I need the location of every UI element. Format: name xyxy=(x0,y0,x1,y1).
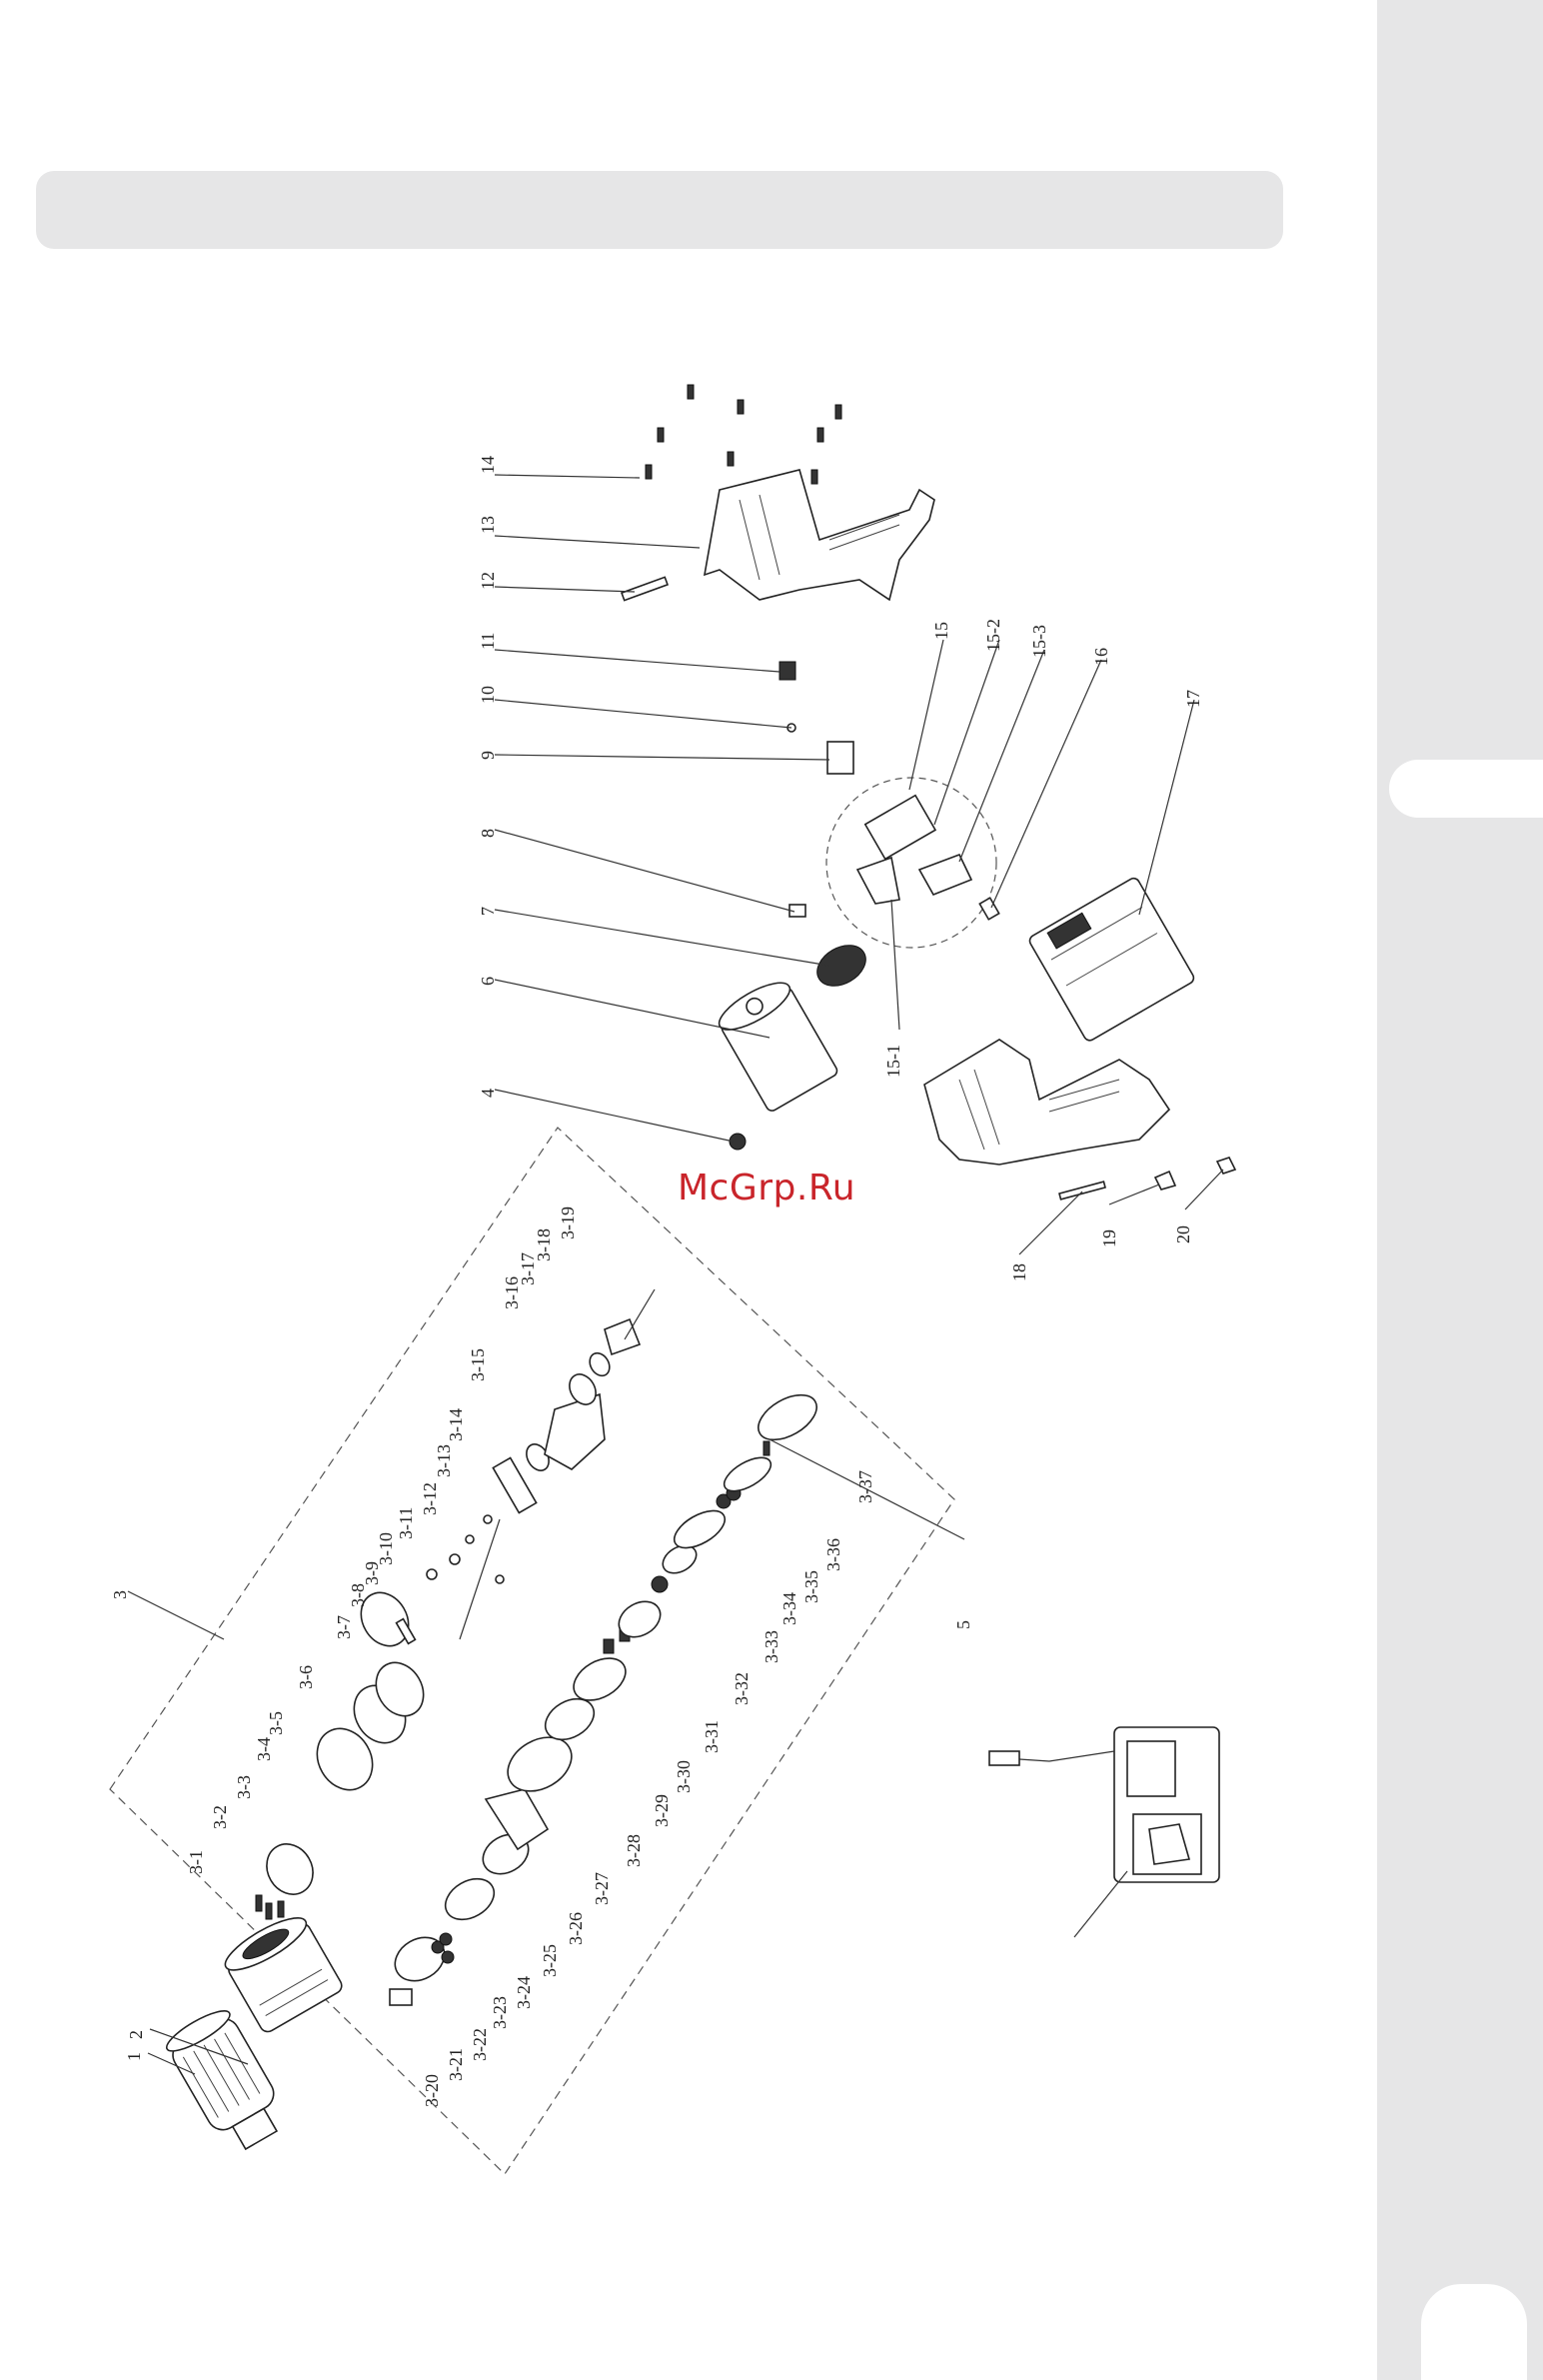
callout-3-30: 3-30 xyxy=(674,1760,694,1793)
callout-3-28: 3-28 xyxy=(624,1834,644,1867)
callout-3-18: 3-18 xyxy=(534,1228,554,1261)
callout-3-29: 3-29 xyxy=(652,1794,672,1827)
callout-3-2: 3-2 xyxy=(210,1805,230,1829)
callout-6: 6 xyxy=(478,977,498,986)
callout-3-13: 3-13 xyxy=(434,1444,454,1477)
callout-3-1: 3-1 xyxy=(186,1850,206,1874)
callout-15: 15 xyxy=(931,622,951,640)
callout-3-25: 3-25 xyxy=(540,1944,560,1977)
callout-3-11: 3-11 xyxy=(396,1507,416,1539)
callout-13: 13 xyxy=(478,516,498,534)
callout-3-15: 3-15 xyxy=(468,1348,488,1381)
callout-3-26: 3-26 xyxy=(566,1912,586,1945)
callout-3-6: 3-6 xyxy=(296,1665,316,1689)
gearbox-lower-parts xyxy=(387,1385,823,2005)
lock-part xyxy=(979,898,998,920)
callout-3-24: 3-24 xyxy=(514,1976,534,2009)
callout-3-23: 3-23 xyxy=(490,1996,510,2029)
callout-3-8: 3-8 xyxy=(348,1583,368,1607)
callout-5: 5 xyxy=(953,1620,973,1629)
hook-part xyxy=(1217,1158,1235,1174)
switch-bracket-part xyxy=(919,855,971,895)
callout-19: 19 xyxy=(1099,1229,1119,1247)
collar-part xyxy=(219,1909,345,2035)
callout-3-27: 3-27 xyxy=(592,1872,612,1905)
callout-3-19: 3-19 xyxy=(558,1206,578,1239)
callout-3-37: 3-37 xyxy=(855,1470,875,1503)
callout-8: 8 xyxy=(478,829,498,838)
callout-12: 12 xyxy=(478,572,498,590)
callout-15-1: 15-1 xyxy=(883,1045,903,1078)
callout-9: 9 xyxy=(478,751,498,760)
callout-10: 10 xyxy=(478,686,498,704)
screws-part xyxy=(646,385,841,484)
callout-3-4: 3-4 xyxy=(254,1737,274,1761)
callout-20: 20 xyxy=(1173,1225,1193,1243)
callout-3-10: 3-10 xyxy=(376,1532,396,1565)
callout-15-3: 15-3 xyxy=(1029,625,1049,658)
callout-3-36: 3-36 xyxy=(823,1538,843,1571)
spring-clip-part xyxy=(1059,1182,1105,1199)
callout-3-22: 3-22 xyxy=(470,2028,490,2061)
callout-18: 18 xyxy=(1009,1263,1029,1281)
callout-3-34: 3-34 xyxy=(779,1592,799,1625)
callout-3-5: 3-5 xyxy=(266,1711,286,1735)
callout-14: 14 xyxy=(478,456,498,474)
callout-3-33: 3-33 xyxy=(762,1630,781,1663)
housing-left-half xyxy=(705,470,934,600)
motor-part xyxy=(713,975,838,1114)
housing-right-half xyxy=(924,1040,1169,1165)
gear-cover-part xyxy=(809,937,872,994)
trigger-part xyxy=(857,858,899,904)
callout-17: 17 xyxy=(1183,690,1203,708)
belt-clip-part xyxy=(1155,1172,1175,1190)
callout-3-7: 3-7 xyxy=(334,1615,354,1639)
battery-part xyxy=(1027,877,1195,1043)
callout-16: 16 xyxy=(1091,648,1111,666)
callout-2: 2 xyxy=(126,2030,146,2039)
callout-3-12: 3-12 xyxy=(420,1482,440,1515)
callout-3-35: 3-35 xyxy=(801,1570,821,1603)
callout-1: 1 xyxy=(124,2052,144,2061)
switch-body-part xyxy=(865,796,935,860)
callout-11: 11 xyxy=(478,633,498,650)
callout-3-14: 3-14 xyxy=(446,1408,466,1441)
clip-part xyxy=(622,577,668,600)
callout-7: 7 xyxy=(478,907,498,916)
charger-part xyxy=(989,1727,1219,1937)
callout-15-2: 15-2 xyxy=(983,619,1003,652)
watermark: McGrp.Ru xyxy=(678,1168,855,1208)
gearbox-upper-parts xyxy=(256,1289,655,1919)
button-part xyxy=(827,742,853,774)
callout-3-3: 3-3 xyxy=(234,1775,254,1799)
callout-3-20: 3-20 xyxy=(422,2074,442,2107)
callout-3: 3 xyxy=(110,1590,130,1599)
callout-4: 4 xyxy=(478,1089,498,1098)
callout-3-31: 3-31 xyxy=(702,1720,722,1753)
led-part xyxy=(779,662,795,680)
callout-leaders xyxy=(128,475,1223,2074)
callout-3-32: 3-32 xyxy=(732,1672,752,1705)
callout-3-21: 3-21 xyxy=(446,2048,466,2081)
